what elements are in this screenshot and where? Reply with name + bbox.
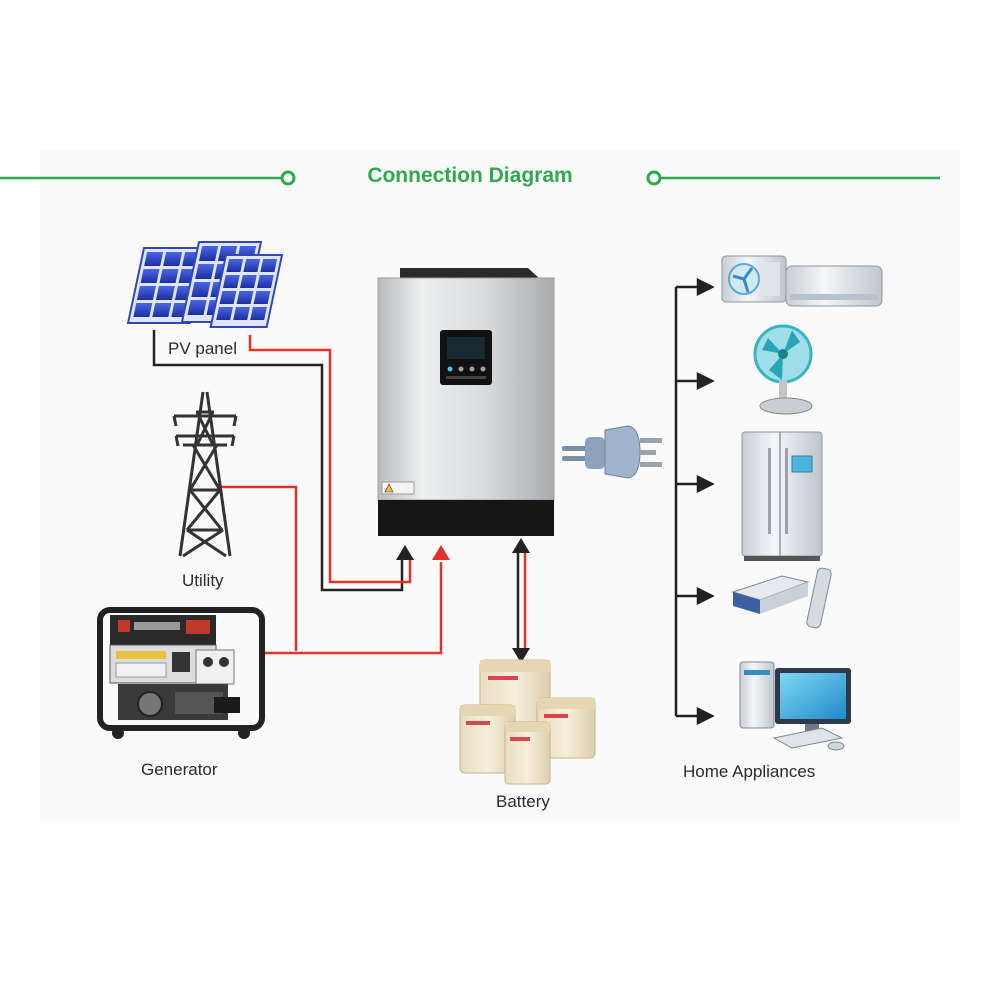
appliance-branches xyxy=(676,277,715,726)
desk-fan-icon xyxy=(753,324,813,415)
battery-arrow-up xyxy=(512,538,530,553)
home-appliances-label: Home Appliances xyxy=(683,762,816,781)
utility-tower-icon xyxy=(172,391,238,558)
solar-panel-icon xyxy=(126,241,284,328)
dvd-player-icon xyxy=(731,567,832,629)
desktop-computer-icon xyxy=(739,661,851,751)
arrowheads xyxy=(396,538,530,663)
wires xyxy=(152,287,678,716)
generator-icon xyxy=(97,607,265,739)
pv-positive-wire xyxy=(248,335,412,584)
diagram-title: Connection Diagram xyxy=(367,164,573,187)
battery-arrow-down xyxy=(512,648,530,663)
header-decoration xyxy=(0,170,940,186)
pv-panel-label: PV panel xyxy=(168,339,237,358)
battery-label: Battery xyxy=(496,792,550,811)
inverter-icon xyxy=(377,268,555,536)
generator-arrow xyxy=(432,545,450,560)
plug-icon xyxy=(562,425,662,479)
battery-icon xyxy=(459,659,596,785)
generator-label: Generator xyxy=(141,760,218,779)
generator-wire xyxy=(262,562,443,655)
pv-negative-wire xyxy=(152,330,404,592)
utility-wire xyxy=(218,485,298,651)
air-conditioner-icon xyxy=(721,255,883,307)
refrigerator-icon xyxy=(741,431,823,561)
utility-label: Utility xyxy=(182,571,224,590)
pv-arrow xyxy=(396,545,414,560)
